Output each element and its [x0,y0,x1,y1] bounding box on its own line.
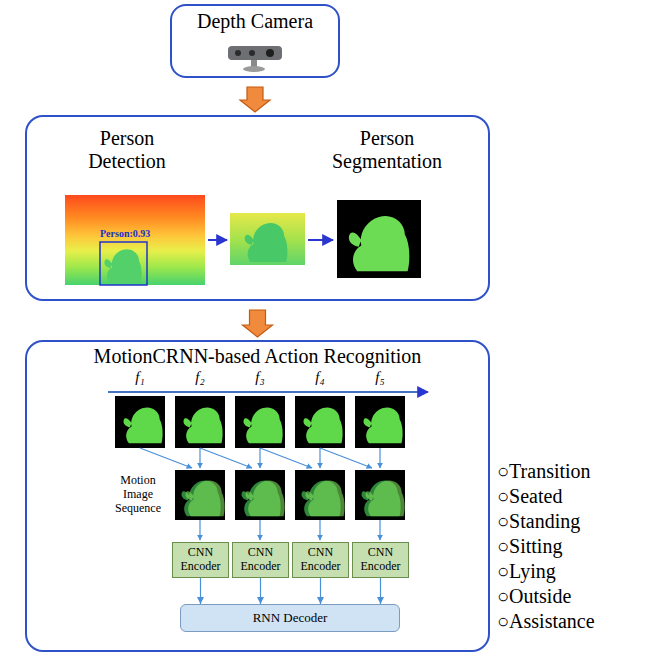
connector-arrow [320,578,321,604]
motion-silhouette [185,480,224,516]
time-axis [108,391,428,393]
frame-image [235,396,285,448]
encoder-link [259,520,260,540]
depth-crop [230,213,305,265]
person-silhouette [243,407,282,443]
node-text: RNN Decoder [253,611,328,626]
node-text: CNN Encoder [355,546,406,574]
connector-arrow [380,578,381,604]
encoder-box: CNN Encoder [352,542,409,578]
flow-arrow [208,239,227,241]
camera-lens [266,49,274,57]
frame-link [259,448,260,468]
block-arrow [240,87,270,112]
frame-link [199,448,200,468]
input-box: Depth Camera [170,4,340,78]
motion-image [235,470,285,520]
encoder-box: CNN Encoder [232,542,289,578]
depth-heatmap [65,195,205,285]
camera-body [228,46,282,60]
person-silhouette [183,407,222,443]
class-item: ○Outside [497,585,652,608]
flow-arrow [308,239,333,241]
frame-image [115,396,165,448]
mask-image [337,200,421,278]
block-arrow [243,310,273,337]
class-item: ○Seated [497,485,652,508]
frame-link [319,448,320,468]
class-item: ○Sitting [497,535,652,558]
frame-image [175,396,225,448]
row-label: Motion Image Sequence [104,474,172,515]
frame-links [140,448,380,540]
frame-image [355,396,405,448]
motion-silhouette [305,480,344,516]
motion-image [175,470,225,520]
detection-image [65,195,205,285]
motion-image [295,470,345,520]
frame-link [379,448,380,468]
frame-index: f₅ [370,369,390,386]
mask-background [337,200,421,278]
camera-icon [228,46,282,72]
stage-panel: Person Detection Person Segmentation [25,115,490,301]
motion-silhouette [365,480,404,516]
motion-image [355,470,405,520]
node-text: CNN Encoder [295,546,346,574]
frame-link [320,448,372,468]
person-silhouette [303,407,342,443]
node-text: CNN Encoder [235,546,286,574]
encoder-link [199,520,200,540]
node-text: MotionCRNN-based Action Recognition [94,345,422,368]
connector-arrow [260,578,261,604]
frame-index: f₂ [190,369,210,386]
class-item: ○Transition [497,460,652,483]
frame-row [115,396,405,448]
class-item: ○Standing [497,510,652,533]
detection-box [100,242,147,285]
person-silhouette [245,223,288,262]
node-text: CNN Encoder [175,546,226,574]
node-text: Person Segmentation [312,127,462,173]
motion-row [175,470,405,520]
camera-lens [249,50,255,56]
class-item: ○Assistance [497,610,652,633]
crop-image [230,213,305,265]
camera-lens [235,50,241,56]
person-silhouette [349,216,410,271]
encoder-box: CNN Encoder [292,542,349,578]
frame-index: f₁ [130,369,150,386]
frame-image [295,396,345,448]
person-silhouette [123,407,162,443]
encoder-link [379,520,380,540]
frame-index: f₃ [250,369,270,386]
node-text: Person Detection [67,127,187,173]
connector-arrow [200,578,201,604]
class-item: ○Lying [497,560,652,583]
frame-link [140,448,192,468]
frame-link [200,448,252,468]
detection-score: Person:0.93 [100,228,180,240]
decoder-box: RNN Decoder [180,604,400,632]
frame-link [260,448,312,468]
camera-base [243,66,265,72]
encoder-link [319,520,320,540]
motion-silhouette [245,480,284,516]
stage-panel: MotionCRNN-based Action RecognitionCNN E… [25,340,490,652]
person-silhouette [104,249,141,283]
frame-index: f₄ [310,369,330,386]
encoder-box: CNN Encoder [172,542,229,578]
node-text: Depth Camera [197,10,313,33]
person-silhouette [363,407,402,443]
